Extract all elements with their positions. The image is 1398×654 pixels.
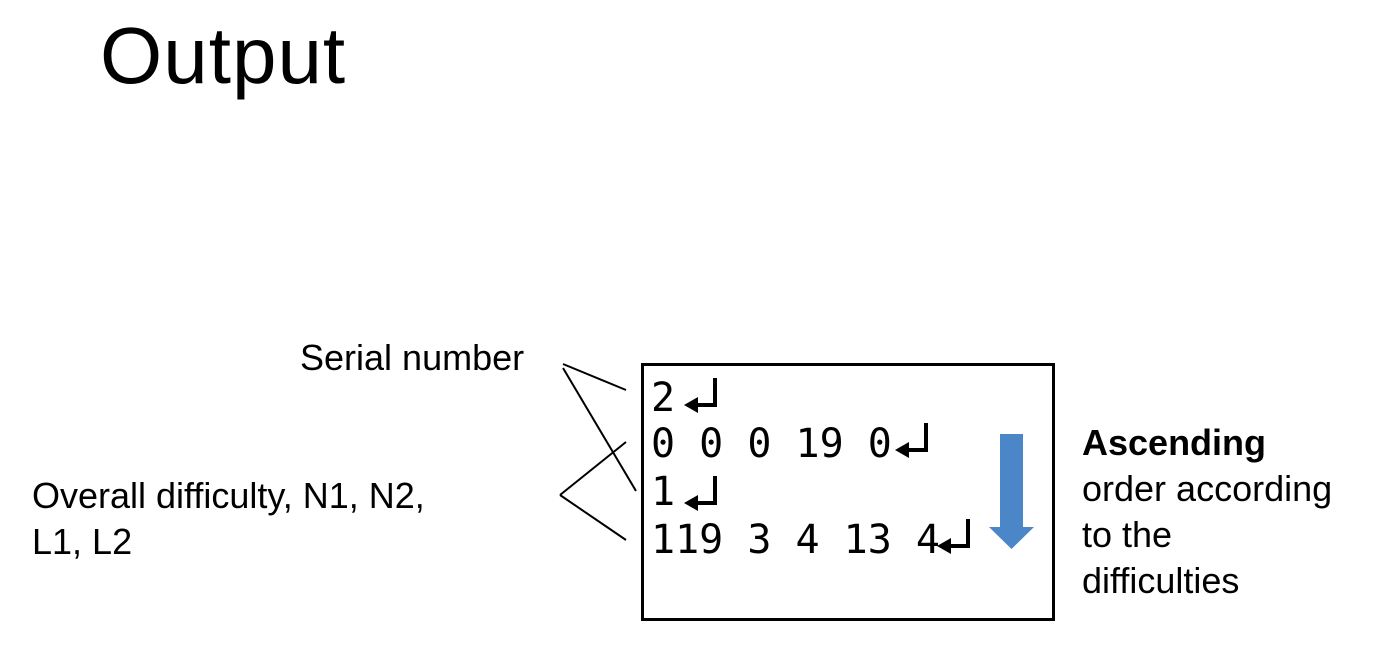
return-arrow-icon — [684, 378, 717, 413]
difficulty-label-line1: Overall difficulty, N1, N2, — [32, 475, 425, 516]
output-line-3: 1 — [651, 469, 676, 515]
output-line-4: 119 3 4 13 4 — [651, 517, 940, 563]
output-line-2: 0 0 0 19 0 — [651, 421, 892, 467]
ascending-note: Ascending order according to the difficu… — [1082, 420, 1332, 604]
note-bold: Ascending — [1082, 422, 1267, 463]
slide-title: Output — [100, 11, 347, 100]
return-arrow-icon — [684, 476, 717, 511]
output-line-1: 2 — [651, 375, 676, 421]
note-line: to the — [1082, 514, 1173, 555]
note-line: order according — [1082, 468, 1333, 509]
serial-number-label: Serial number — [300, 337, 525, 378]
down-arrow-icon — [989, 434, 1034, 549]
note-line: difficulties — [1082, 560, 1240, 601]
connector-lines — [559, 363, 637, 541]
return-arrow-icon — [937, 519, 970, 554]
difficulty-label-line2: L1, L2 — [32, 521, 133, 562]
return-arrow-icon — [895, 423, 928, 458]
output-box — [641, 363, 1055, 621]
